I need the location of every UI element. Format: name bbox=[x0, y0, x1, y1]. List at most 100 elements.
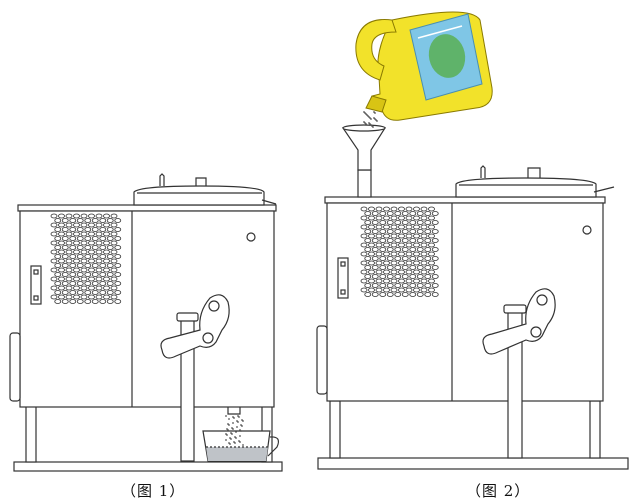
machine-2-leg-right bbox=[589, 400, 601, 459]
vent-hole bbox=[99, 254, 107, 259]
vent-hole bbox=[103, 240, 110, 246]
vent-hole bbox=[84, 299, 92, 304]
vent-hole bbox=[88, 294, 95, 300]
vent-hole bbox=[69, 299, 77, 304]
vent-hole bbox=[61, 290, 69, 295]
vent-hole bbox=[413, 260, 420, 266]
vent-hole bbox=[428, 215, 435, 221]
vent-hole bbox=[58, 267, 65, 273]
vent-hole bbox=[375, 215, 383, 221]
vent-hole bbox=[65, 222, 73, 228]
droplet bbox=[376, 120, 378, 122]
vent-hole bbox=[424, 220, 432, 225]
vent-hole bbox=[383, 215, 390, 221]
vent-hole bbox=[106, 236, 114, 241]
vent-hole bbox=[91, 299, 99, 304]
vent-hole bbox=[416, 220, 424, 225]
vent-hole bbox=[398, 224, 405, 230]
vent-hole bbox=[401, 256, 409, 261]
vent-hole bbox=[80, 222, 88, 228]
vent-hole bbox=[106, 218, 114, 223]
vent-hole bbox=[61, 272, 69, 277]
droplet bbox=[225, 415, 227, 417]
vent-hole bbox=[360, 206, 368, 212]
vent-hole bbox=[110, 258, 118, 264]
vent-hole bbox=[390, 251, 398, 257]
vent-hole bbox=[416, 247, 424, 252]
vent-hole bbox=[80, 276, 88, 282]
vent-hole bbox=[394, 283, 402, 288]
vent-hole bbox=[103, 213, 110, 219]
vent-hole bbox=[375, 287, 383, 293]
vent-hole bbox=[405, 269, 413, 275]
vent-hole bbox=[50, 294, 58, 300]
vent-hole bbox=[394, 274, 402, 279]
droplet bbox=[242, 444, 244, 446]
vent-hole bbox=[84, 263, 92, 268]
vent-hole bbox=[420, 260, 428, 266]
vent-hole bbox=[424, 238, 432, 243]
vent-hole bbox=[405, 260, 413, 266]
vent-hole bbox=[364, 238, 372, 243]
vent-hole bbox=[84, 290, 92, 295]
vent-hole bbox=[420, 251, 428, 257]
vent-hole bbox=[73, 258, 80, 264]
droplet bbox=[226, 428, 228, 430]
vent-hole bbox=[99, 290, 107, 295]
droplet bbox=[365, 123, 367, 125]
vent-hole bbox=[379, 211, 387, 216]
vent-hole bbox=[428, 287, 435, 293]
figure-2-caption: （图 2） bbox=[466, 482, 531, 500]
vent-hole bbox=[69, 218, 77, 223]
vent-hole bbox=[413, 224, 420, 230]
vent-hole bbox=[383, 287, 390, 293]
droplet bbox=[241, 419, 243, 421]
vent-hole bbox=[95, 213, 103, 219]
vent-hole bbox=[371, 283, 379, 288]
vent-hole bbox=[110, 240, 118, 246]
vent-hole bbox=[405, 278, 413, 284]
vent-hole bbox=[114, 299, 122, 304]
vent-hole bbox=[110, 213, 118, 219]
vent-hole bbox=[88, 258, 95, 264]
vent-hole bbox=[54, 227, 62, 232]
machine-1-lid bbox=[133, 185, 265, 206]
vent-hole bbox=[95, 249, 103, 255]
vent-hole bbox=[398, 278, 405, 284]
vent-hole bbox=[110, 285, 118, 291]
vent-hole bbox=[88, 240, 95, 246]
vent-hole bbox=[431, 238, 439, 243]
vent-hole bbox=[413, 233, 420, 239]
vent-hole bbox=[360, 242, 368, 248]
vent-hole bbox=[409, 256, 417, 261]
figure-1-caption: （图 1） bbox=[121, 482, 186, 500]
vent-hole bbox=[114, 263, 122, 268]
vent-hole bbox=[413, 251, 420, 257]
machine-1-base bbox=[13, 461, 283, 472]
vent-hole bbox=[428, 233, 435, 239]
vent-hole bbox=[76, 272, 84, 277]
vent-hole bbox=[390, 269, 398, 275]
vent-hole bbox=[61, 263, 69, 268]
droplet bbox=[231, 427, 233, 429]
vent-hole bbox=[84, 272, 92, 277]
droplet bbox=[233, 441, 235, 443]
vent-hole bbox=[371, 274, 379, 279]
vent-hole bbox=[103, 267, 110, 273]
vent-hole bbox=[371, 238, 379, 243]
machine-1-vent-grid bbox=[50, 213, 122, 304]
vent-hole bbox=[61, 254, 69, 259]
vent-hole bbox=[413, 206, 420, 212]
vent-hole bbox=[50, 276, 58, 282]
droplet bbox=[237, 415, 239, 417]
vent-hole bbox=[390, 278, 398, 284]
vent-hole bbox=[364, 283, 372, 288]
vent-hole bbox=[58, 213, 65, 219]
vent-hole bbox=[54, 218, 62, 223]
vent-hole bbox=[58, 294, 65, 300]
vent-hole bbox=[371, 211, 379, 216]
vent-hole bbox=[424, 229, 432, 234]
vent-hole bbox=[65, 294, 73, 300]
machine-1-leg-left bbox=[25, 404, 37, 463]
vent-hole bbox=[95, 240, 103, 246]
